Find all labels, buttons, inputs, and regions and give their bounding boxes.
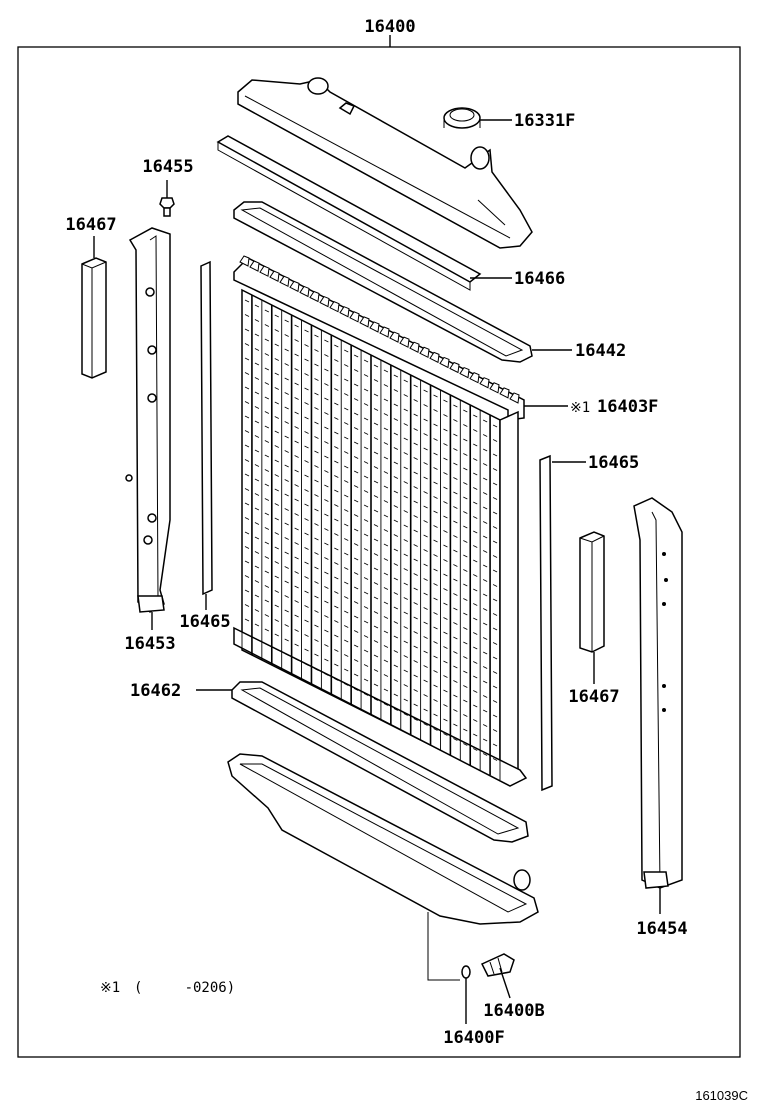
left-sponge-seal bbox=[81, 257, 107, 379]
right-rubber-strip bbox=[539, 454, 553, 792]
radiator-core bbox=[233, 255, 528, 787]
lower-tank bbox=[227, 753, 539, 981]
callout-labels: 16331F 16455 16467 16466 16442 ※1 16403F… bbox=[65, 111, 687, 1048]
upper-tank bbox=[237, 77, 533, 249]
top-gasket bbox=[233, 201, 533, 363]
callout-gasket-top: 16442 bbox=[575, 341, 626, 361]
leader-lines bbox=[93, 119, 661, 1024]
right-support bbox=[633, 497, 683, 889]
core-top-teeth bbox=[239, 255, 520, 404]
assembly-number: 16400 bbox=[364, 17, 415, 37]
footnote-mark: ※1 bbox=[100, 980, 120, 996]
bottom-gasket bbox=[231, 681, 529, 843]
callout-drain-cock: 16400B bbox=[483, 1001, 544, 1021]
callout-seal-right: 16467 bbox=[568, 687, 619, 707]
callout-core: 16403F bbox=[597, 397, 658, 417]
left-rubber-strip bbox=[200, 260, 213, 596]
callout-rubber-left: 16465 bbox=[179, 612, 230, 632]
drain-cock-icon bbox=[480, 953, 515, 977]
figure-code: 161039C bbox=[695, 1088, 748, 1103]
callout-seal-left: 16467 bbox=[65, 215, 116, 235]
assembly-frame bbox=[17, 46, 741, 1058]
left-support bbox=[125, 227, 171, 613]
bolt-icon bbox=[159, 197, 175, 217]
callout-rubber-right: 16465 bbox=[588, 453, 639, 473]
callout-bolt: 16455 bbox=[142, 157, 193, 177]
o-ring-icon bbox=[461, 965, 471, 979]
callout-gasket-bottom: 16462 bbox=[130, 681, 181, 701]
callout-seal-top: 16466 bbox=[514, 269, 565, 289]
callout-oring: 16400F bbox=[443, 1028, 504, 1048]
footnote-text: ( -0206) bbox=[134, 980, 235, 996]
callout-support-left: 16453 bbox=[124, 634, 175, 654]
radiator-cap bbox=[443, 107, 481, 129]
callout-support-right: 16454 bbox=[636, 919, 687, 939]
core-fins bbox=[241, 290, 501, 780]
callout-cap: 16331F bbox=[514, 111, 575, 131]
right-sponge-seal bbox=[579, 531, 605, 653]
callout-core-mark: ※1 bbox=[570, 400, 590, 416]
top-seal-strip bbox=[216, 135, 482, 283]
